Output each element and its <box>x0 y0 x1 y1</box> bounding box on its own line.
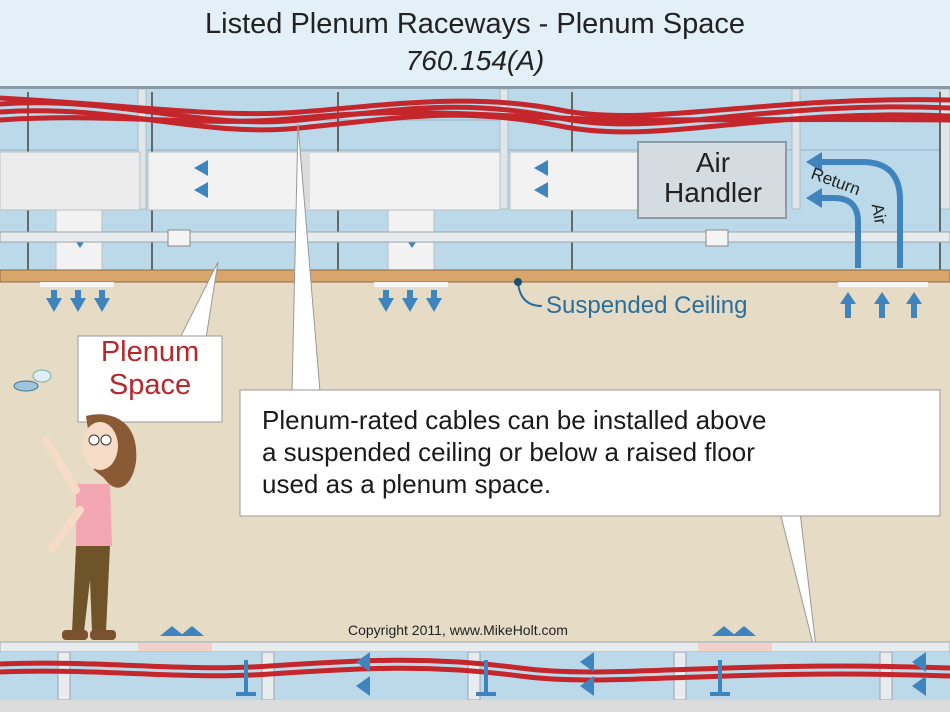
air-handler-unit <box>637 141 787 219</box>
woman-figure <box>42 414 137 640</box>
suspended-ceiling <box>0 269 950 287</box>
air-label: Air <box>867 202 891 226</box>
upper-cable-bundle <box>0 95 950 135</box>
return-air-arrows <box>818 159 903 268</box>
title-bar: Listed Plenum Raceways - Plenum Space 76… <box>0 0 950 89</box>
callout-line-1: Plenum-rated cables can be installed abo… <box>262 405 767 435</box>
ceiling-label-pointer <box>517 281 543 307</box>
room-airflow-arrows <box>46 290 922 318</box>
floor-airflow-arrows <box>160 626 926 696</box>
main-callout-box <box>239 123 941 665</box>
copyright-notice: Copyright 2011, www.MikeHolt.com <box>348 622 568 638</box>
raised-floor <box>0 641 950 712</box>
page-title: Listed Plenum Raceways - Plenum Space <box>205 8 745 40</box>
vertical-struts <box>137 88 950 210</box>
fly-icon <box>13 369 52 392</box>
plenum-label-box <box>77 261 223 423</box>
air-handler-label: Air Handler <box>663 147 763 208</box>
floor-pedestal-stands <box>236 660 730 696</box>
air-duct <box>0 151 639 273</box>
plenum-space-label: Plenum Space <box>100 336 200 401</box>
floor-cable-bundle <box>0 657 950 683</box>
callout-line-2: a suspended ceiling or below a raised fl… <box>262 437 755 467</box>
callout-text: Plenum-rated cables can be installed abo… <box>262 404 766 500</box>
suspended-ceiling-label: Suspended Ceiling <box>546 292 748 319</box>
code-reference: 760.154(A) <box>405 45 545 76</box>
callout-line-3: used as a plenum space. <box>262 469 552 499</box>
conduit <box>0 229 950 247</box>
